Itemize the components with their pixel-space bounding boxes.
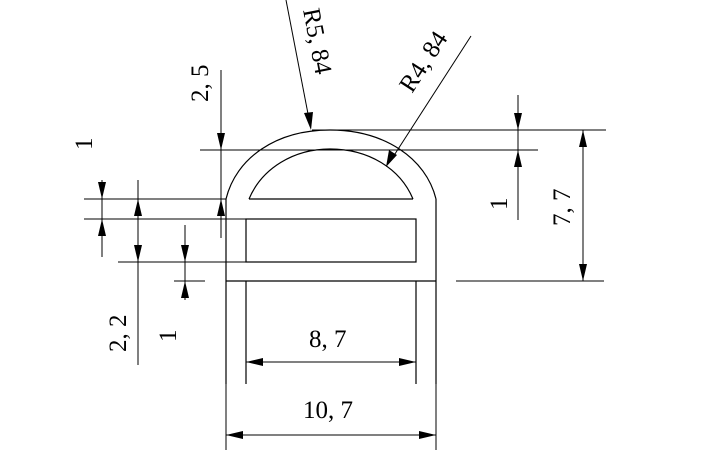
dimension-labels: R5, 84 R4, 84 2, 5 1 1 7, 7 2, 2 1 8, 7 … [71,6,576,424]
arrow-outer-width-right [419,431,436,439]
arrow-top-height-up [217,133,225,150]
arrow-inner-width-right [399,358,416,366]
arrow-bottom-left-b [134,245,142,262]
arrow-top-height-down [217,199,225,216]
inner-dome-arc [248,148,414,200]
label-outer-width: 10, 7 [303,397,353,424]
outer-dome-arc [225,129,437,200]
label-bottom-one: 1 [155,330,182,343]
label-inner-width: 8, 7 [309,326,347,353]
dimension-lines [98,0,587,439]
leader-inner-radius [392,35,472,158]
arrow-bottom-left-a [134,199,142,216]
arrow-inner-radius [386,150,397,167]
arrow-right-one-a [514,113,522,130]
arrow-total-height-down [579,264,587,281]
label-inner-radius: R4, 84 [394,26,453,97]
inner-cavity-rect [245,218,417,263]
arrow-left-one-b [98,219,106,236]
arrow-bottom-one-a [181,245,189,262]
label-right-one: 1 [486,198,513,211]
label-total-height: 7, 7 [549,189,576,227]
arrow-left-one-a [98,182,106,199]
arrow-outer-radius [304,112,313,130]
arrow-right-one-b [514,150,522,167]
label-top-height: 2, 5 [187,65,214,103]
arrow-inner-width-left [246,358,263,366]
arrow-bottom-one-b [181,281,189,298]
arrow-outer-width-left [226,431,243,439]
arrow-total-height-up [579,130,587,147]
label-left-one: 1 [71,138,98,151]
label-bottom-left: 2, 2 [105,315,132,353]
extension-lines [84,129,606,450]
label-outer-radius: R5, 84 [297,6,336,77]
leader-outer-radius [285,0,310,120]
profile-outline [225,129,437,384]
